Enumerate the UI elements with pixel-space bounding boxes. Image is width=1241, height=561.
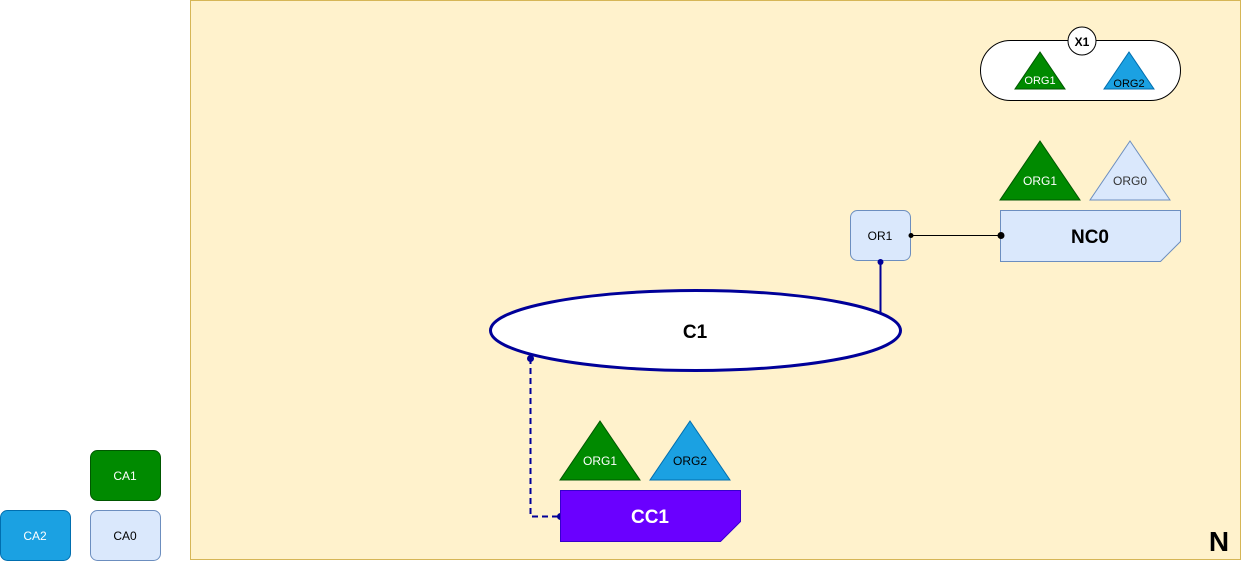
- nc0-org1-triangle[interactable]: [999, 140, 1081, 201]
- channel-ellipse[interactable]: [489, 289, 902, 372]
- channel-config-link[interactable]: [529, 358, 562, 518]
- ca1-label: CA1: [113, 469, 137, 483]
- nc0-org1-label: ORG1: [1023, 174, 1057, 188]
- consortium-org1-triangle[interactable]: [1014, 51, 1066, 90]
- consortium-badge[interactable]: [1067, 26, 1097, 56]
- cc1-card[interactable]: [560, 490, 741, 542]
- channel-label: C1: [683, 322, 708, 343]
- cc1-label: CC1: [631, 507, 669, 528]
- consortium-org2-triangle[interactable]: [1103, 51, 1155, 90]
- nc0-link-dot: [997, 232, 1005, 239]
- nc0-label: NC0: [1071, 227, 1109, 248]
- nc0-card[interactable]: [1000, 210, 1181, 262]
- nc0-org0-triangle[interactable]: [1089, 140, 1171, 201]
- cc1-org2-triangle[interactable]: [649, 420, 731, 481]
- cc1-org1-triangle[interactable]: [559, 420, 641, 481]
- orderer-link-dot: [908, 233, 914, 238]
- cc1-org1-label: ORG1: [583, 454, 617, 468]
- consortium-org2-label: ORG2: [1113, 78, 1144, 90]
- network-label: N: [1209, 526, 1229, 557]
- ca1-box[interactable]: [90, 450, 161, 501]
- nc0-org0-label: ORG0: [1113, 174, 1147, 188]
- cc1-org2-label: ORG2: [673, 454, 707, 468]
- orderer-bottom-dot: [877, 259, 884, 265]
- ca0-label: CA0: [113, 529, 137, 543]
- consortium-label: X1: [1075, 35, 1090, 49]
- orderer-label: OR1: [868, 229, 893, 243]
- ca2-label: CA2: [23, 529, 47, 543]
- consortium-org1-label: ORG1: [1024, 75, 1055, 87]
- channel-link-dot: [527, 355, 534, 362]
